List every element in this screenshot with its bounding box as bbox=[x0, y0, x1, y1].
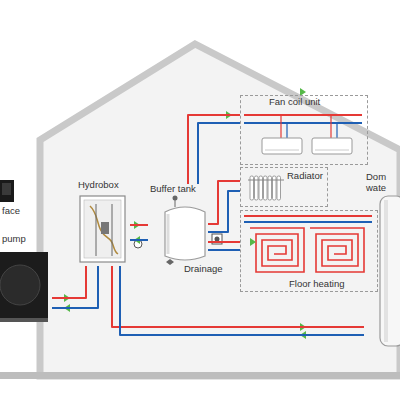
hot-water-tank bbox=[384, 200, 388, 342]
pipe-connector bbox=[188, 115, 240, 184]
heat-pump-unit bbox=[0, 252, 48, 322]
pipe bbox=[130, 224, 148, 226]
interface-panel bbox=[0, 180, 14, 202]
fan-coil-units bbox=[244, 115, 362, 154]
hot-water-tank bbox=[380, 196, 400, 346]
buffer-tank bbox=[173, 196, 178, 201]
pipe bbox=[208, 191, 240, 232]
hydrobox-unit bbox=[84, 200, 121, 258]
fan-coil-units bbox=[262, 138, 302, 154]
node-label: Fan coil unit bbox=[269, 97, 320, 108]
hydrobox: Hydrobox bbox=[76, 180, 130, 266]
pipe bbox=[188, 115, 240, 184]
floor-heating-loops bbox=[310, 228, 364, 272]
fan-coil-units bbox=[280, 115, 281, 138]
heat-pump-unit bbox=[0, 252, 48, 318]
node-label: pump bbox=[2, 234, 26, 245]
pipe-connector bbox=[52, 266, 98, 308]
house-outline bbox=[0, 372, 400, 379]
hydrobox-unit bbox=[80, 196, 125, 262]
hydrobox-unit bbox=[90, 206, 118, 254]
buffer-tank bbox=[166, 259, 174, 265]
heat-pump: pump bbox=[0, 232, 52, 320]
mixing-valve bbox=[215, 237, 220, 242]
floor-heating-loops bbox=[250, 228, 304, 272]
fan-coil-box: Fan coil unit bbox=[240, 95, 368, 165]
pipe bbox=[120, 266, 364, 335]
buffer-tank bbox=[167, 214, 170, 254]
house-outline bbox=[0, 44, 400, 379]
interface-panel bbox=[0, 180, 14, 202]
floor-heating-loops bbox=[244, 221, 372, 223]
buffer-tank bbox=[175, 200, 176, 207]
fan-coil-units bbox=[312, 138, 352, 154]
buffer-tank bbox=[165, 196, 205, 266]
pipe bbox=[130, 239, 148, 241]
hot-water-tank-box: Dom wate bbox=[364, 172, 400, 347]
fan-coil-units bbox=[265, 150, 299, 151]
node-label: Hydrobox bbox=[78, 180, 119, 191]
fan-coil-units bbox=[244, 114, 362, 116]
pipe bbox=[208, 181, 240, 224]
hydrobox-unit bbox=[101, 222, 109, 234]
pipe bbox=[52, 266, 86, 298]
buffer-tank bbox=[165, 207, 205, 260]
hydrobox-unit bbox=[80, 196, 142, 262]
part-label: Drainage bbox=[184, 264, 223, 275]
node-label: Dom wate bbox=[366, 172, 398, 194]
pipe-connector bbox=[208, 181, 240, 232]
fan-coil-units bbox=[336, 123, 337, 138]
flow-arrow bbox=[250, 238, 256, 246]
pipe-connector bbox=[112, 266, 364, 335]
pipe bbox=[52, 266, 98, 308]
radiator-symbol bbox=[248, 176, 284, 200]
pipe bbox=[112, 266, 364, 327]
pipe-connector bbox=[130, 225, 148, 240]
fan-coil-units bbox=[315, 150, 349, 151]
fan-coil-units bbox=[244, 122, 362, 124]
heat-pump-unit bbox=[0, 265, 40, 305]
floor-heating-loops bbox=[244, 215, 372, 217]
pipe bbox=[208, 249, 240, 251]
interface-panel bbox=[2, 183, 11, 195]
radiator-box: Radiator bbox=[240, 167, 328, 207]
floor-heating-box: Floor heating bbox=[240, 210, 378, 292]
node-label: Radiator bbox=[287, 171, 323, 182]
pipe bbox=[198, 123, 240, 184]
fan-coil-units bbox=[330, 115, 331, 138]
flow-arrow bbox=[64, 88, 306, 339]
pipe bbox=[208, 241, 240, 243]
hydrobox-unit bbox=[96, 204, 112, 256]
radiator-symbol bbox=[248, 180, 284, 181]
buffer-tank: Buffer tank bbox=[148, 184, 208, 262]
heat-pump-unit bbox=[0, 318, 48, 322]
floor-heating-loops bbox=[244, 216, 372, 272]
node-label: Floor heating bbox=[289, 279, 344, 290]
house-outline bbox=[40, 44, 400, 376]
fan-coil-units bbox=[286, 123, 287, 138]
pipe-connector bbox=[208, 242, 240, 250]
node-label: Buffer tank bbox=[150, 184, 196, 195]
hot-water-tank bbox=[380, 196, 400, 346]
part-label: face bbox=[2, 206, 20, 217]
